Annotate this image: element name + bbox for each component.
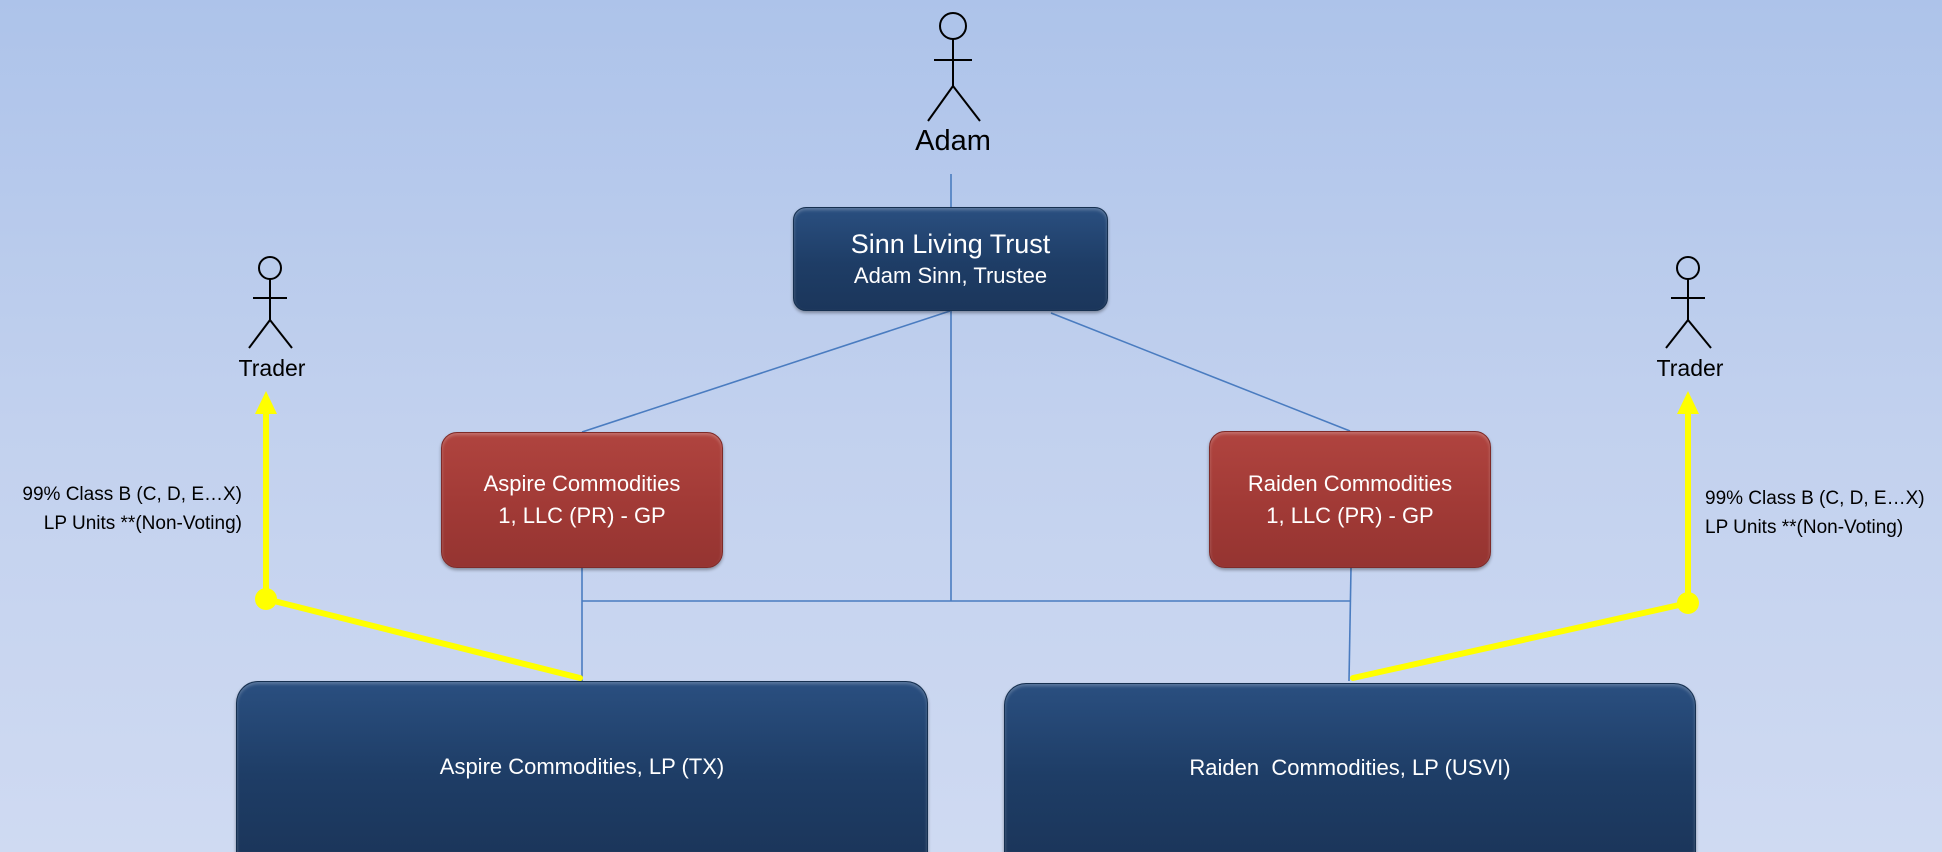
highlight-left-diagonal — [263, 596, 583, 681]
aspire-lp-box[interactable]: Aspire Commodities, LP (TX) — [236, 681, 928, 852]
aspire-gp-line1: Aspire Commodities — [483, 471, 681, 496]
raiden-gp-line2: 1, LLC (PR) - GP — [1266, 502, 1434, 528]
arrowhead-right-up-icon — [1677, 391, 1699, 414]
trust-subtitle: Adam Sinn, Trustee — [853, 263, 1048, 288]
left-units-note: 99% Class B (C, D, E…X) LP Units **(Non-… — [6, 480, 242, 538]
trust-title: Sinn Living Trust — [850, 229, 1051, 259]
right-units-note: 99% Class B (C, D, E…X) LP Units **(Non-… — [1705, 484, 1941, 542]
stick-figure-trader-right-icon — [1665, 256, 1712, 349]
aspire-lp-label: Aspire Commodities, LP (TX) — [439, 754, 725, 779]
arrowhead-left-up-icon — [255, 391, 277, 414]
sinn-living-trust-box[interactable]: Sinn Living Trust Adam Sinn, Trustee — [793, 207, 1108, 311]
connector-trust-aspire-gp — [581, 310, 951, 433]
aspire-gp-box[interactable]: Aspire Commodities 1, LLC (PR) - GP — [441, 432, 723, 568]
owner-name-label: Adam — [915, 125, 991, 157]
right-units-line2: LP Units **(Non-Voting) — [1705, 517, 1904, 538]
trader-left-label: Trader — [238, 355, 306, 381]
highlight-right-joint — [1677, 592, 1699, 614]
stick-figure-adam-icon — [927, 12, 981, 122]
right-units-line1: 99% Class B (C, D, E…X) — [1705, 488, 1925, 509]
highlight-left-joint — [255, 588, 277, 610]
connector-trust-raiden-gp — [1050, 312, 1351, 432]
connector-raiden-gp-lp — [1348, 567, 1352, 682]
raiden-gp-box[interactable]: Raiden Commodities 1, LLC (PR) - GP — [1209, 431, 1491, 568]
highlight-right-diagonal — [1350, 600, 1691, 681]
stick-figure-trader-left-icon — [248, 256, 293, 349]
raiden-gp-line1: Raiden Commodities — [1247, 470, 1453, 496]
aspire-gp-line2: 1, LLC (PR) - GP — [498, 503, 666, 528]
left-units-line1: 99% Class B (C, D, E…X) — [22, 484, 242, 505]
left-units-line2: LP Units **(Non-Voting) — [43, 513, 242, 534]
trader-right-label: Trader — [1656, 355, 1724, 381]
raiden-lp-box[interactable]: Raiden Commodities, LP (USVI) — [1004, 683, 1696, 852]
raiden-lp-label: Raiden Commodities, LP (USVI) — [1189, 755, 1511, 780]
